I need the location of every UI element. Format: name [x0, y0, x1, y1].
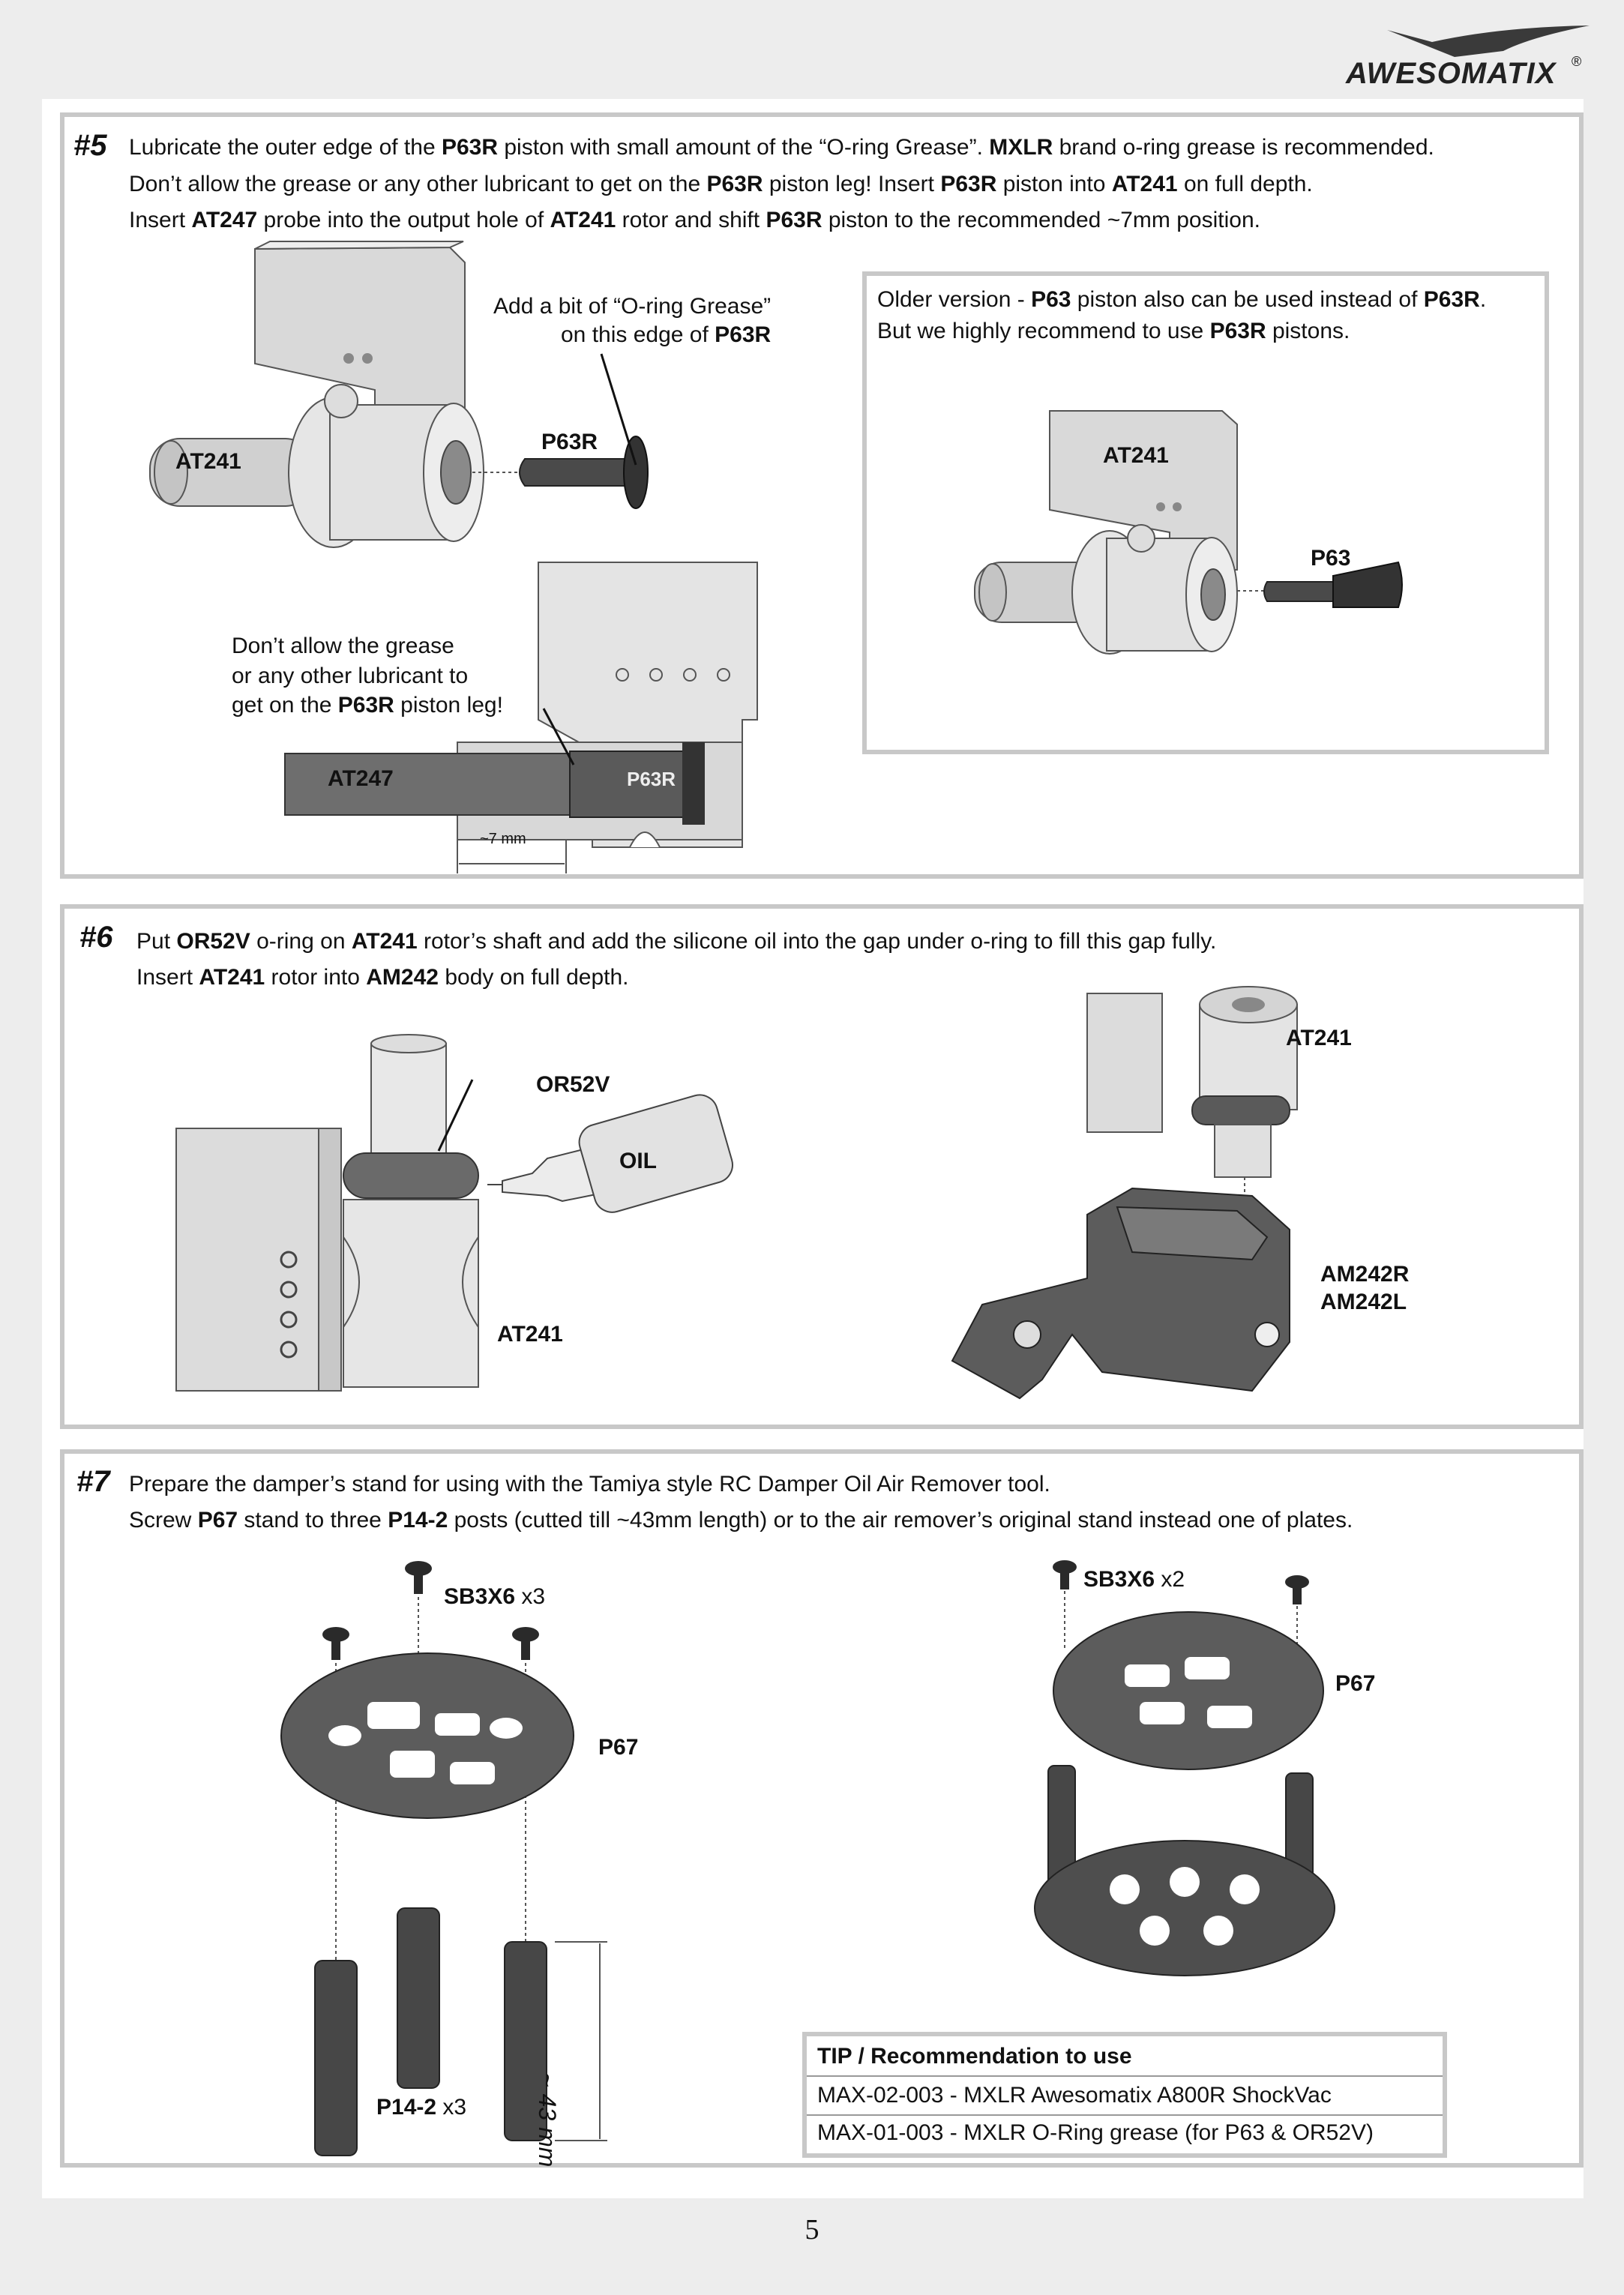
older-version-line1: Older version - P63 piston also can be u…: [877, 287, 1487, 312]
step7-number: #7: [76, 1465, 110, 1498]
awesomatix-logo-swoosh: [1387, 25, 1590, 57]
label-screw-right: SB3X6 x2: [1083, 1567, 1185, 1592]
step5-number: #5: [73, 129, 107, 162]
label-am242l: AM242L: [1320, 1290, 1407, 1314]
step5-line2: Don’t allow the grease or any other lubr…: [129, 172, 1313, 196]
awesomatix-logo-text: AWESOMATIX: [1346, 57, 1557, 90]
warning-line3: get on the P63R piston leg!: [232, 693, 503, 718]
label-at241-step6-left: AT241: [497, 1322, 563, 1347]
warning-line1: Don’t allow the grease: [232, 634, 454, 658]
label-at241: AT241: [175, 449, 241, 474]
label-at247: AT247: [328, 766, 394, 791]
older-version-line2: But we highly recommend to use P63R pist…: [877, 319, 1350, 343]
label-p63r-section: P63R: [627, 768, 676, 790]
label-p14-2: P14-2 x3: [376, 2095, 467, 2120]
grease-pointer-line: [600, 353, 637, 466]
label-p63-older: P63: [1311, 546, 1351, 571]
stand-right-illustration: [1034, 1560, 1335, 1976]
tip-row-shockvac: MAX-02-003 - MXLR Awesomatix A800R Shock…: [817, 2083, 1332, 2108]
step7-line2: Screw P67 stand to three P14-2 posts (cu…: [129, 1508, 1353, 1532]
or52v-oring-illustration: [175, 1034, 733, 1392]
warning-line2: or any other lubricant to: [232, 664, 469, 688]
at241-rotor-illustration: [149, 241, 649, 548]
section-view-illustration: [284, 562, 758, 873]
stand-left-illustration: [280, 1561, 607, 2156]
label-p63r: P63R: [541, 430, 598, 454]
step5-line3: Insert AT247 probe into the output hole …: [129, 208, 1260, 232]
step6-line1: Put OR52V o-ring on AT241 rotor’s shaft …: [136, 929, 1217, 954]
label-screw-left: SB3X6 x3: [444, 1584, 546, 1609]
label-at241-step6-right: AT241: [1286, 1026, 1352, 1050]
label-oil: OIL: [619, 1149, 657, 1173]
dimension-43mm: ~ 43 mm: [534, 2073, 561, 2168]
step6-line2: Insert AT241 rotor into AM242 body on fu…: [136, 965, 629, 990]
label-at241-older: AT241: [1103, 443, 1169, 468]
page-number: 5: [805, 2214, 819, 2246]
label-p67-right: P67: [1335, 1671, 1376, 1696]
tip-divider-2: [807, 2114, 1443, 2116]
dimension-7mm: ~7 mm: [480, 831, 526, 847]
step6-number: #6: [79, 921, 113, 954]
tip-row-grease: MAX-01-003 - MXLR O-Ring grease (for P63…: [817, 2120, 1374, 2145]
grease-note-line2: on this edge of P63R: [561, 322, 772, 347]
label-or52v: OR52V: [536, 1072, 610, 1097]
step7-line1: Prepare the damper’s stand for using wit…: [129, 1472, 1050, 1497]
label-am242r: AM242R: [1320, 1262, 1410, 1287]
tip-title: TIP / Recommendation to use: [817, 2044, 1132, 2069]
tip-box: TIP / Recommendation to use MAX-02-003 -…: [802, 2032, 1447, 2158]
registered-mark: ®: [1572, 54, 1582, 69]
am242-body-illustration: [951, 986, 1298, 1400]
older-version-illustration: [974, 410, 1403, 655]
tip-divider-1: [807, 2075, 1443, 2077]
label-p67-left: P67: [598, 1735, 639, 1760]
grease-note-line1: Add a bit of “O-ring Grease”: [493, 294, 772, 319]
step5-line1: Lubricate the outer edge of the P63R pis…: [129, 135, 1434, 160]
